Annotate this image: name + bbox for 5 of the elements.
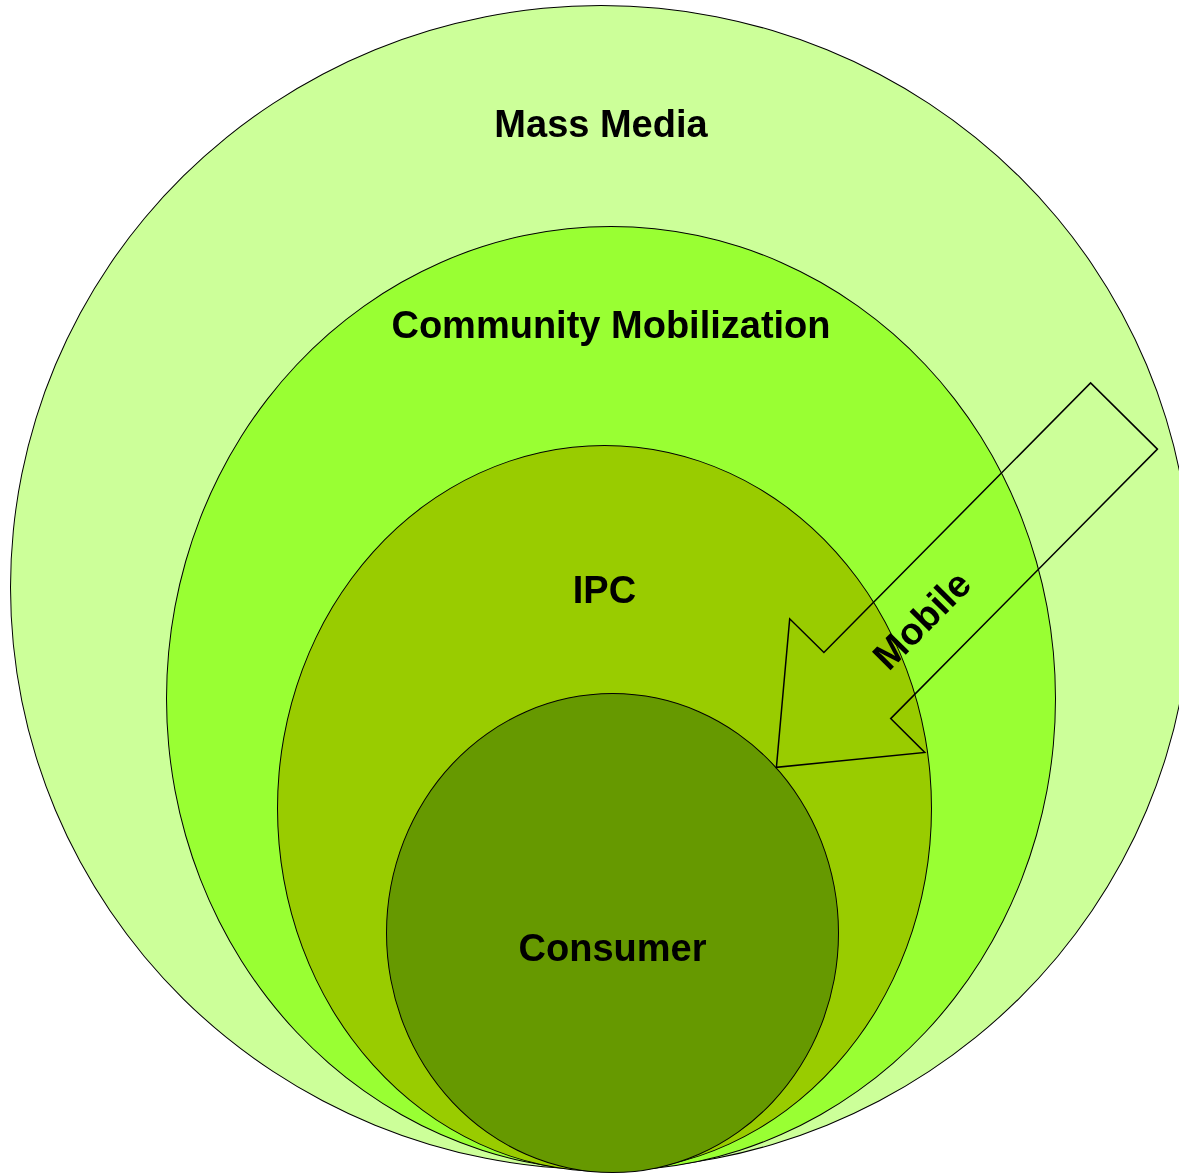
region-label: Community Mobilization: [391, 303, 831, 348]
region-label: Consumer: [518, 926, 707, 971]
block-arrow: [775, 381, 1159, 769]
region-label: IPC: [572, 568, 637, 613]
region-label: Mass Media: [494, 102, 708, 147]
